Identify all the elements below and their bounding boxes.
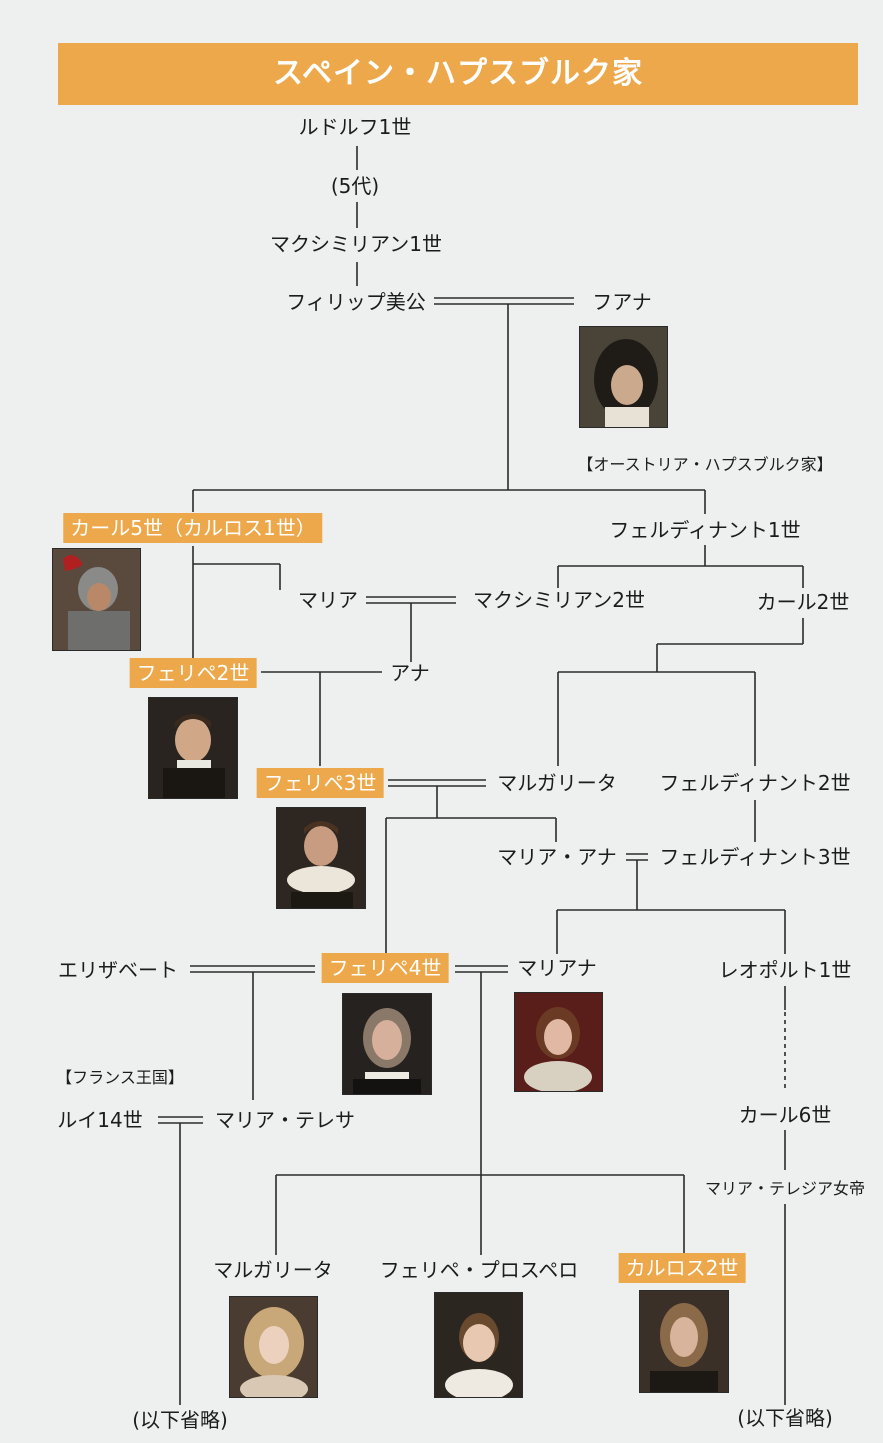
- person-leopold-1: レオポルト1世: [718, 958, 852, 982]
- omitted-note-left: (以下省略): [132, 1408, 228, 1432]
- person-ana: アナ: [390, 661, 430, 685]
- portrait-mariana-image: [514, 992, 603, 1092]
- omitted-note-right: (以下省略): [737, 1406, 833, 1430]
- person-philipp: フィリップ美公: [286, 290, 426, 314]
- person-ferdinand-3: フェルディナント3世: [659, 845, 851, 869]
- person-juana: フアナ: [592, 290, 652, 314]
- person-ferdinand-2: フェルディナント2世: [659, 771, 851, 795]
- portrait-felipe-2-image: [148, 697, 238, 799]
- kingdom-france-label: 【フランス王国】: [56, 1068, 184, 1087]
- person-felipe-3: フェリペ3世: [256, 768, 384, 798]
- person-maria-ana: マリア・アナ: [497, 845, 617, 869]
- person-rudolf-1: ルドルフ1世: [298, 115, 412, 139]
- person-elisabeth: エリザベート: [58, 958, 178, 982]
- person-ferdinand-1: フェルディナント1世: [609, 518, 801, 542]
- person-maria-theresia: マリア・テレジア女帝: [704, 1179, 866, 1198]
- person-felipe-4: フェリペ4世: [321, 953, 449, 983]
- person-karl-6: カール6世: [738, 1103, 832, 1127]
- portrait-karl-5-image: [52, 548, 141, 651]
- person-maximilian-1: マクシミリアン1世: [270, 232, 442, 256]
- person-maria: マリア: [298, 588, 358, 612]
- portrait-margarita-2-image: [229, 1296, 318, 1398]
- generation-note: (5代): [330, 174, 380, 198]
- portrait-felipe-prospero-image: [434, 1292, 523, 1398]
- person-felipe-2: フェリペ2世: [129, 658, 257, 688]
- person-maximilian-2: マクシミリアン2世: [473, 588, 645, 612]
- person-carlos-2: カルロス2世: [618, 1253, 746, 1283]
- person-margarita-2: マルガリータ: [213, 1258, 333, 1282]
- person-karl-2: カール2世: [756, 590, 850, 614]
- portrait-carlos-2-image: [639, 1290, 729, 1393]
- house-austria-label: 【オーストリア・ハプスブルク家】: [577, 455, 833, 474]
- page-title: スペイン・ハプスブルク家: [58, 43, 858, 105]
- person-maria-teresa: マリア・テレサ: [215, 1108, 355, 1132]
- person-karl-5: カール5世（カルロス1世）: [63, 513, 323, 543]
- portrait-felipe-4-image: [342, 993, 432, 1095]
- portrait-felipe-3-image: [276, 807, 366, 909]
- portrait-juana-image: [579, 326, 668, 428]
- person-louis-14: ルイ14世: [57, 1108, 143, 1132]
- person-mariana: マリアナ: [517, 956, 597, 980]
- person-felipe-prospero: フェリペ・プロスペロ: [379, 1258, 579, 1282]
- person-margarita-1: マルガリータ: [497, 771, 617, 795]
